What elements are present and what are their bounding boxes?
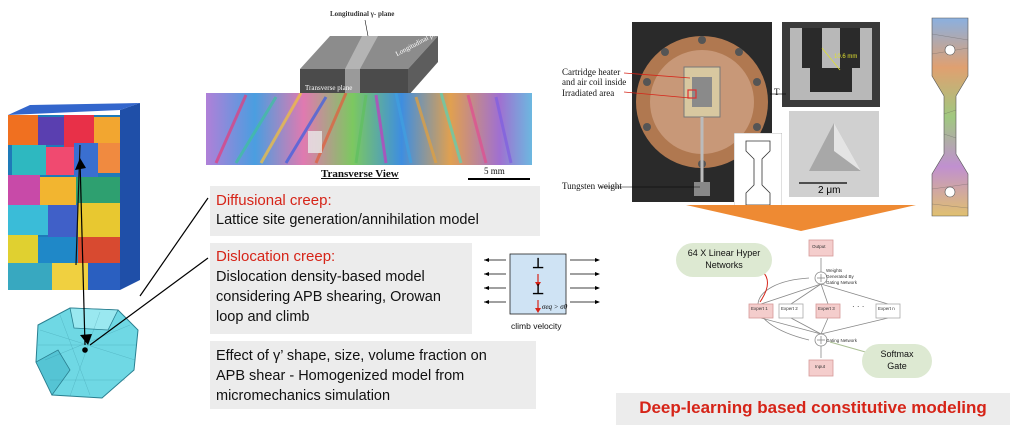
hyper-networks-callout: 64 X Linear Hyper Networks xyxy=(676,243,772,277)
ebsd-micrograph xyxy=(206,93,532,165)
effect-line-2: APB shear - Homogenized model from xyxy=(216,368,465,384)
diffusional-creep-title: Diffusional creep: xyxy=(216,192,332,209)
scale-bar xyxy=(468,178,530,180)
micrograph-caption: Transverse View xyxy=(321,168,399,180)
experts-ellipsis: · · · xyxy=(852,302,865,311)
dislocation-creep-panel: Dislocation creep: Dislocation density-b… xyxy=(210,243,472,334)
dl-title-banner: Deep-learning based constitutive modelin… xyxy=(616,393,1010,425)
polycrystal-block xyxy=(8,103,140,290)
climb-schematic xyxy=(484,253,600,315)
down-arrow xyxy=(686,205,916,231)
softmax-gate-callout: Softmax Gate xyxy=(862,344,932,378)
dislocation-creep-title: Dislocation creep: xyxy=(216,248,336,265)
sem-notch-image xyxy=(782,22,880,107)
effect-panel: Effect of γ’ shape, size, volume fractio… xyxy=(210,341,536,409)
diffusional-creep-text: Lattice site generation/annihilation mod… xyxy=(216,212,479,228)
label-tungsten-weight: Tungsten weight xyxy=(562,181,622,191)
gating-label: Gating Network xyxy=(826,338,858,343)
label-transverse-plane: Transverse plane xyxy=(305,84,353,92)
effect-line-3: micromechanics simulation xyxy=(216,388,391,404)
expert-2-label: Expert 2 xyxy=(781,306,798,311)
expert-3-label: Expert 3 xyxy=(818,306,835,311)
dislocation-creep-line-3: loop and climb xyxy=(216,309,310,325)
dogbone-specimen xyxy=(931,17,969,217)
dislocation-symbol-2: ⊥ xyxy=(532,281,545,297)
climb-inequality: σeq > σ0 xyxy=(542,303,568,311)
weights-label-2: Generated By xyxy=(826,274,854,279)
specimen-sketch xyxy=(734,133,782,213)
effect-line-1: Effect of γ’ shape, size, volume fractio… xyxy=(216,348,487,364)
weights-label-1: Weights xyxy=(826,268,843,273)
dislocation-creep-line-1: Dislocation density-based model xyxy=(216,269,425,285)
diffusional-creep-panel: Diffusional creep: Lattice site generati… xyxy=(210,186,540,236)
dislocation-creep-line-2: considering APB shearing, Orowan xyxy=(216,289,441,305)
indent-scale-label: 2 μm xyxy=(818,185,841,196)
dl-title: Deep-learning based constitutive modelin… xyxy=(639,398,987,417)
climb-caption: climb velocity xyxy=(511,321,562,331)
label-cartridge-heater: Cartridge heater xyxy=(562,67,621,77)
hyper-networks-line-1: 64 X Linear Hyper xyxy=(687,248,761,258)
scale-bar-label: 5 mm xyxy=(484,166,505,176)
dislocation-symbol-1: ⊥ xyxy=(532,255,545,271)
label-irradiated-area: Irradiated area xyxy=(562,88,615,98)
indent-image xyxy=(789,111,879,197)
am-block-3d xyxy=(300,19,438,96)
expert-n-label: Expert n xyxy=(878,306,895,311)
label-air-coil: and air coil inside xyxy=(562,77,627,87)
sem-measure-label: 10.6 mm xyxy=(834,54,858,60)
moe-network-diagram xyxy=(748,239,901,377)
node-input: Input xyxy=(815,364,826,369)
label-t: T xyxy=(774,87,780,97)
hyper-networks-line-2: Networks xyxy=(705,260,743,270)
weights-label-3: Gating Network xyxy=(826,280,858,285)
node-output: Output xyxy=(812,244,826,249)
softmax-line-2: Gate xyxy=(887,361,907,371)
label-longitudinal-gamma: Longitudinal γ- plane xyxy=(330,10,395,18)
expert-1-label: Expert 1 xyxy=(751,306,768,311)
softmax-line-1: Softmax xyxy=(880,349,914,359)
